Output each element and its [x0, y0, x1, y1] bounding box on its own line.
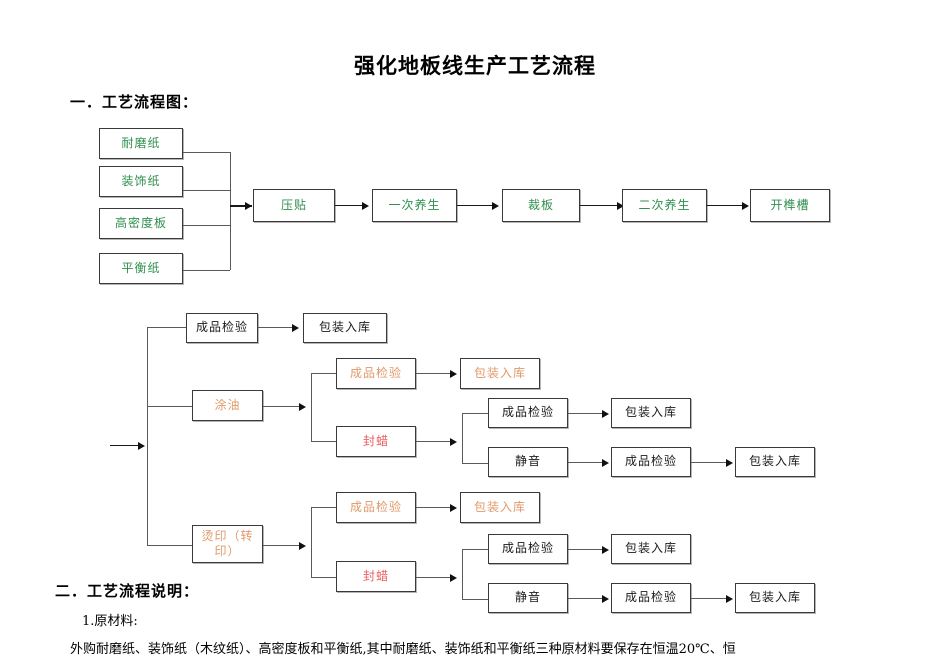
- node-c-hot-stamping[interactable]: 烫印（转 印）: [192, 525, 263, 563]
- node-b-quiet[interactable]: 静音: [488, 447, 568, 477]
- connector-c-split-bus: [311, 507, 312, 577]
- connector-input-3: [183, 225, 230, 226]
- node-tenon-groove[interactable]: 开榫槽: [750, 189, 830, 222]
- connector-input-to-press: [230, 205, 252, 207]
- node-b-packing[interactable]: 包装入库: [460, 358, 540, 389]
- arrow-b-inspect-pack: [450, 370, 457, 378]
- connector-c-inspect-pack: [416, 507, 454, 508]
- node-b-waxing[interactable]: 封蜡: [336, 426, 416, 457]
- arrow-c-quiet-inspect: [602, 595, 609, 603]
- node-first-curing[interactable]: 一次养生: [372, 189, 457, 222]
- arrow-cut-cure2: [617, 202, 624, 210]
- node-second-curing[interactable]: 二次养生: [622, 189, 707, 222]
- connector-trunk-vertical: [147, 327, 148, 545]
- connector-c-stamping-split: [263, 545, 303, 546]
- connector-cure2-tenon: [707, 205, 747, 206]
- node-a-packing[interactable]: 包装入库: [303, 313, 387, 343]
- connector-trunk-branch-c: [147, 545, 192, 546]
- node-press[interactable]: 压贴: [253, 189, 335, 222]
- connector-c-quietinspect-pack: [691, 598, 731, 599]
- connector-c-to-wax: [311, 577, 336, 578]
- arrow-b-waxinspect-pack: [602, 410, 609, 418]
- node-b-final-inspection[interactable]: 成品检验: [336, 358, 416, 389]
- connector-cure1-cut: [457, 205, 497, 206]
- node-b-oiling[interactable]: 涂油: [192, 390, 263, 421]
- arrow-press-cure1: [362, 202, 369, 210]
- connector-c-wax-split: [416, 577, 454, 578]
- arrow-b-quietinspect-pack: [726, 459, 733, 467]
- node-c-wax-packing[interactable]: 包装入库: [611, 534, 691, 564]
- arrow-cure2-tenon: [742, 202, 749, 210]
- connector-b-to-inspect: [311, 373, 336, 374]
- connector-c-wax-bus: [462, 549, 463, 599]
- connector-a-inspect-pack: [258, 327, 296, 328]
- arrow-b-oiling-split: [299, 403, 306, 411]
- connector-cut-cure2: [580, 205, 622, 206]
- connector-c-waxinspect-pack: [568, 549, 606, 550]
- connector-c-wax-to-quiet: [462, 599, 488, 600]
- arrow-trunk-entry: [138, 442, 145, 450]
- connector-b-split-bus: [311, 373, 312, 441]
- node-input-balance-paper[interactable]: 平衡纸: [99, 253, 183, 284]
- node-c-quiet-inspection[interactable]: 成品检验: [611, 583, 691, 613]
- body-line-2: 外购耐磨纸、装饰纸（木纹纸）、高密度板和平衡纸,其中耐磨纸、装饰纸和平衡纸三种原…: [70, 642, 736, 657]
- connector-input-bus: [230, 152, 231, 270]
- connector-b-to-wax: [311, 441, 336, 442]
- node-input-hdf-board[interactable]: 高密度板: [99, 208, 183, 239]
- node-c-final-inspection[interactable]: 成品检验: [336, 492, 416, 523]
- connector-press-cure1: [335, 205, 367, 206]
- body-line-1: 1.原材料:: [82, 614, 138, 629]
- connector-b-wax-bus: [462, 413, 463, 463]
- arrow-c-wax-split: [450, 574, 457, 582]
- connector-b-wax-to-quiet: [462, 463, 488, 464]
- node-c-wax-inspection[interactable]: 成品检验: [488, 534, 568, 564]
- node-b-quiet-packing[interactable]: 包装入库: [735, 447, 815, 477]
- section-heading-1: 一．工艺流程图：: [70, 93, 199, 111]
- arrow-a-inspect-pack: [292, 324, 299, 332]
- arrow-b-wax-split: [450, 438, 457, 446]
- node-b-wax-inspection[interactable]: 成品检验: [488, 398, 568, 428]
- connector-trunk-branch-a: [147, 327, 186, 328]
- connector-b-wax-split: [416, 441, 454, 442]
- node-b-quiet-inspection[interactable]: 成品检验: [611, 447, 691, 477]
- arrow-c-quietinspect-pack: [726, 595, 733, 603]
- connector-c-to-inspect: [311, 507, 336, 508]
- section-heading-2: 二．工艺流程说明：: [55, 582, 200, 600]
- node-a-final-inspection[interactable]: 成品检验: [186, 313, 258, 343]
- node-cutting[interactable]: 裁板: [502, 189, 580, 222]
- node-c-waxing[interactable]: 封蜡: [336, 561, 416, 592]
- node-input-wear-paper[interactable]: 耐磨纸: [99, 128, 183, 159]
- node-input-decor-paper[interactable]: 装饰纸: [99, 166, 183, 197]
- connector-b-wax-to-inspect: [462, 413, 488, 414]
- connector-trunk-entry: [110, 445, 143, 446]
- connector-b-waxinspect-pack: [568, 413, 606, 414]
- connector-input-2: [183, 190, 230, 191]
- connector-b-inspect-pack: [416, 373, 454, 374]
- node-c-hot-stamping-label: 烫印（转 印）: [201, 529, 254, 558]
- connector-c-wax-to-inspect: [462, 549, 488, 550]
- connector-c-quiet-inspect: [568, 598, 606, 599]
- connector-b-quietinspect-pack: [691, 462, 731, 463]
- node-b-wax-packing[interactable]: 包装入库: [611, 398, 691, 428]
- connector-b-oiling-split: [263, 406, 303, 407]
- arrow-c-waxinspect-pack: [602, 546, 609, 554]
- node-c-packing[interactable]: 包装入库: [460, 492, 540, 523]
- connector-trunk-branch-b: [147, 406, 192, 407]
- arrow-c-stamping-split: [299, 542, 306, 550]
- page-title: 强化地板线生产工艺流程: [354, 53, 596, 78]
- arrow-c-inspect-pack: [450, 504, 457, 512]
- arrow-input-to-press: [245, 202, 252, 210]
- connector-input-1: [183, 152, 230, 153]
- arrow-cure1-cut: [492, 202, 499, 210]
- connector-b-quiet-inspect: [568, 462, 606, 463]
- arrow-b-quiet-inspect: [602, 459, 609, 467]
- connector-input-4: [183, 270, 230, 271]
- node-c-quiet[interactable]: 静音: [488, 583, 568, 613]
- node-c-quiet-packing[interactable]: 包装入库: [735, 583, 815, 613]
